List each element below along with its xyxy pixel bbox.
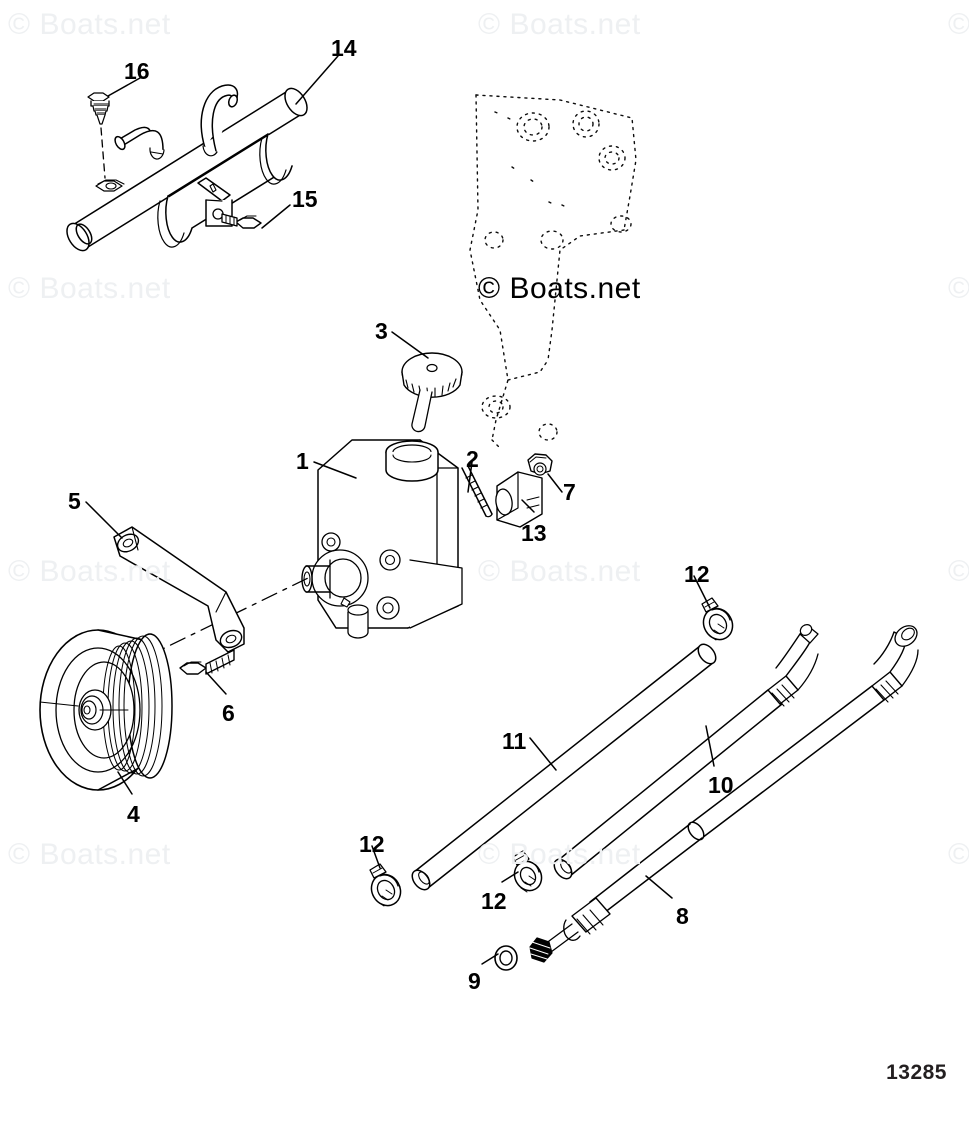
- callout-label-hose-clamp[interactable]: 12: [359, 831, 385, 857]
- bracket-bolt-part6: [179, 649, 235, 675]
- hose-clamp-part12-a: [701, 597, 734, 641]
- pressure-hose-part10: [553, 623, 819, 880]
- o-ring-part9: [494, 945, 518, 971]
- hose-clamp-part12-c: [512, 850, 543, 893]
- callout-label-reservoir-cap-dipstick[interactable]: 3: [375, 318, 388, 344]
- watermark: © Boats.net: [478, 8, 641, 41]
- bleed-fitting-part16: [87, 92, 110, 179]
- callout-label-hex-locknut[interactable]: 7: [563, 479, 576, 505]
- pump-bracket-link-part5: [113, 526, 245, 653]
- phantom-engine-bracket: [469, 94, 637, 449]
- watermark: © Boats.net: [8, 8, 171, 41]
- watermark: © Boats.net: [478, 838, 641, 871]
- callout-label-oil-cooler-tube[interactable]: 14: [331, 35, 357, 61]
- watermark: © Boats.net: [478, 555, 641, 588]
- watermark: © Boats.net: [478, 272, 641, 305]
- callout-label-bracket-bolt[interactable]: 6: [222, 700, 235, 726]
- callout-label-pressure-hose[interactable]: 10: [708, 772, 734, 798]
- callout-label-pump-mounting-bracket-link[interactable]: 5: [68, 488, 81, 514]
- serpentine-pulley-part4: [39, 629, 173, 791]
- reservoir-cap-part3: [401, 352, 463, 433]
- watermark: © Boats.net: [948, 555, 969, 588]
- watermark: © Boats.net: [948, 838, 969, 871]
- callout-label-hose-clamp[interactable]: 12: [481, 888, 507, 914]
- callout-label-return-hose[interactable]: 11: [502, 728, 527, 754]
- callout-label-o-ring[interactable]: 9: [468, 968, 481, 994]
- callout-label-hose-clamp[interactable]: 12: [684, 561, 710, 587]
- drawing-number: 13285: [886, 1061, 947, 1084]
- callout-label-spacer-bushing[interactable]: 13: [521, 520, 547, 546]
- cooler-mount-bolt-part15: [221, 213, 262, 229]
- hex-locknut-part7: [527, 453, 553, 476]
- callout-label-power-steering-pump[interactable]: 1: [296, 448, 309, 474]
- watermark: © Boats.net: [8, 272, 171, 305]
- spacer-bushing-part13: [495, 471, 543, 528]
- return-hose-part11: [411, 643, 717, 891]
- callout-label-cooler-mount-bolt[interactable]: 15: [292, 186, 318, 212]
- callout-label-pump-stud[interactable]: 2: [466, 446, 479, 472]
- oil-cooler-tube-assembly: [66, 84, 308, 252]
- pump-stud-part2: [461, 465, 493, 518]
- watermark: © Boats.net: [948, 8, 969, 41]
- callout-label-serpentine-pulley[interactable]: 4: [127, 801, 140, 827]
- hose-clamp-part12-b: [369, 863, 402, 907]
- callout-label-high-pressure-hose[interactable]: 8: [676, 903, 689, 929]
- power-steering-pump-body: [139, 439, 463, 661]
- callout-label-fitting-bleed-screw[interactable]: 16: [124, 58, 150, 84]
- high-pressure-hose-part8: [529, 625, 919, 963]
- watermark: © Boats.net: [8, 555, 171, 588]
- watermark: © Boats.net: [948, 272, 969, 305]
- callout-leader-lines: [85, 55, 715, 965]
- watermark: © Boats.net: [8, 838, 171, 871]
